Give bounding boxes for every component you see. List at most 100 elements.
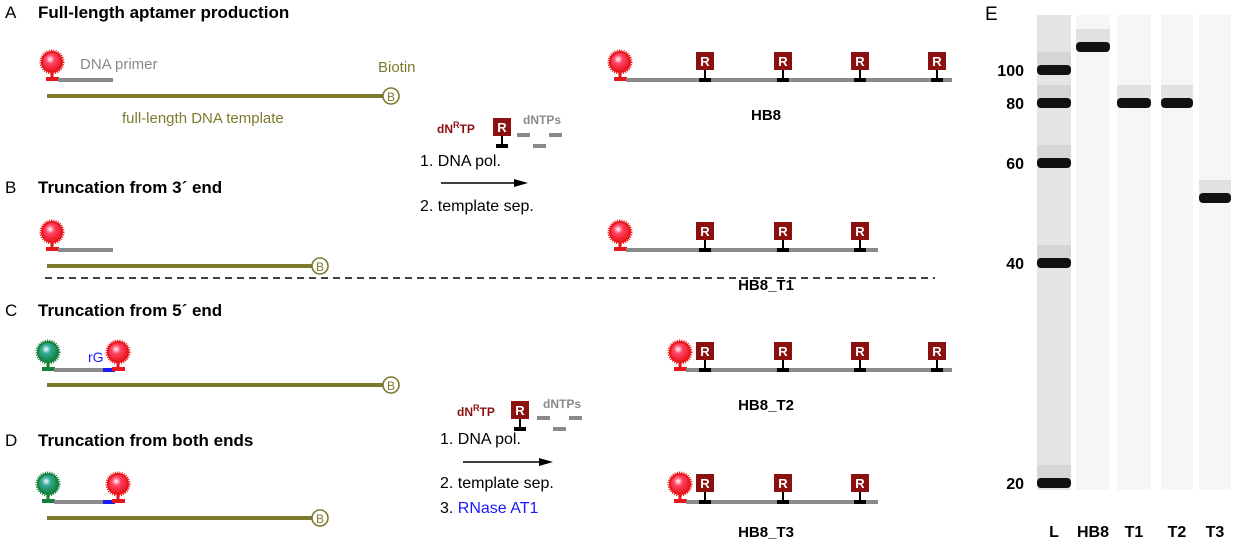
step-text: 3. RNase AT1 [440,500,539,517]
arrow-icon [441,179,528,187]
red-fluorophore-icon [39,219,65,253]
modified-base-icon: R [773,341,793,373]
product-label-hb8-t2: HB8_T2 [738,397,794,414]
svg-text:B: B [387,90,395,104]
biotin-label: Biotin [378,59,416,76]
step-text: 2. template sep. [440,475,554,492]
step-text: 2. template sep. [420,198,534,215]
dna-primer-label: DNA primer [80,56,158,73]
panel-d-letter: D [5,431,17,450]
gel-band [1037,98,1071,108]
modified-base-icon: R [850,473,870,505]
modified-base-icon: R [927,51,947,83]
reagents-block-1: dNRTP R dNTPs [437,113,562,149]
gel-lane-label: T2 [1168,524,1187,541]
step-text: 1. DNA pol. [420,153,501,170]
panel-e-letter: E [985,4,998,25]
panel-a-letter: A [5,3,17,22]
arrow-icon [463,458,553,466]
gel-lane [1117,15,1151,490]
svg-text:B: B [316,512,324,526]
svg-text:R: R [855,344,865,359]
dna-primer [54,368,103,372]
modified-base-icon: R [850,51,870,83]
svg-text:R: R [700,476,710,491]
svg-text:R: R [778,344,788,359]
gel-band [1037,478,1071,488]
gel-band [1037,65,1071,75]
svg-text:R: R [515,403,525,418]
gel-band [1199,193,1231,203]
dnrtp-label: dNRTP [437,120,475,136]
dna-template [47,94,384,98]
modified-base-icon: R [773,473,793,505]
svg-text:R: R [497,120,507,135]
svg-text:R: R [855,224,865,239]
modified-base-icon: R [695,221,715,253]
dna-template [47,516,313,520]
svg-text:R: R [778,224,788,239]
svg-text:R: R [700,224,710,239]
green-fluorophore-icon [35,339,61,373]
panel-a-title: Full-length aptamer production [38,3,289,22]
modified-base-icon: R [773,51,793,83]
svg-text:R: R [700,344,710,359]
panel-d-title: Truncation from both ends [38,431,253,450]
step-text: 1. DNA pol. [440,431,521,448]
modified-base-icon: R [695,341,715,373]
panel-b-letter: B [5,178,16,197]
rg-segment [103,368,115,372]
biotin-icon: B [382,376,400,394]
panel-c-letter: C [5,301,17,320]
panel-c-title: Truncation from 5´ end [38,301,222,320]
gel-band [1037,258,1071,268]
dna-primer [58,78,113,82]
svg-text:R: R [855,476,865,491]
modified-base-icon: R [695,51,715,83]
modified-base-icon: R [773,221,793,253]
red-fluorophore-icon [39,49,65,83]
red-fluorophore-icon [105,471,131,505]
modified-base-icon: R [850,341,870,373]
rg-label: rG [88,349,104,365]
ladder-size-label: 60 [1006,156,1024,173]
svg-text:R: R [932,344,942,359]
svg-text:B: B [316,260,324,274]
modified-base-icon: R [695,473,715,505]
svg-text:R: R [778,54,788,69]
gel-band [1076,42,1110,52]
gel-lane [1199,15,1231,490]
rg-segment [103,500,115,504]
ladder-size-label: 40 [1006,256,1024,273]
modified-base-icon: R [850,221,870,253]
dna-primer [58,248,113,252]
gel-lane [1076,15,1110,490]
green-fluorophore-icon [35,471,61,505]
gel-lane [1161,15,1193,490]
ladder-size-label: 80 [1006,96,1024,113]
modified-base-icon: R [927,341,947,373]
dntps-label: dNTPs [543,397,581,411]
product-label-hb8-t3: HB8_T3 [738,524,794,541]
reagents-block-2: dNRTP R dNTPs [457,397,582,432]
svg-text:R: R [700,54,710,69]
panel-b-title: Truncation from 3´ end [38,178,222,197]
biotin-icon: B [311,257,329,275]
dnrtp-label: dNRTP [457,403,495,419]
gel-lane-label: HB8 [1077,524,1109,541]
gel-lane-label: T1 [1125,524,1144,541]
template-label: full-length DNA template [122,110,284,127]
gel-lane-label: L [1049,524,1059,541]
product-label-hb8-t1: HB8_T1 [738,277,794,294]
dna-template [47,383,384,387]
dna-template [47,264,313,268]
biotin-icon: B [311,509,329,527]
gel-lane [1037,15,1071,490]
biotin-icon: B [382,87,400,105]
